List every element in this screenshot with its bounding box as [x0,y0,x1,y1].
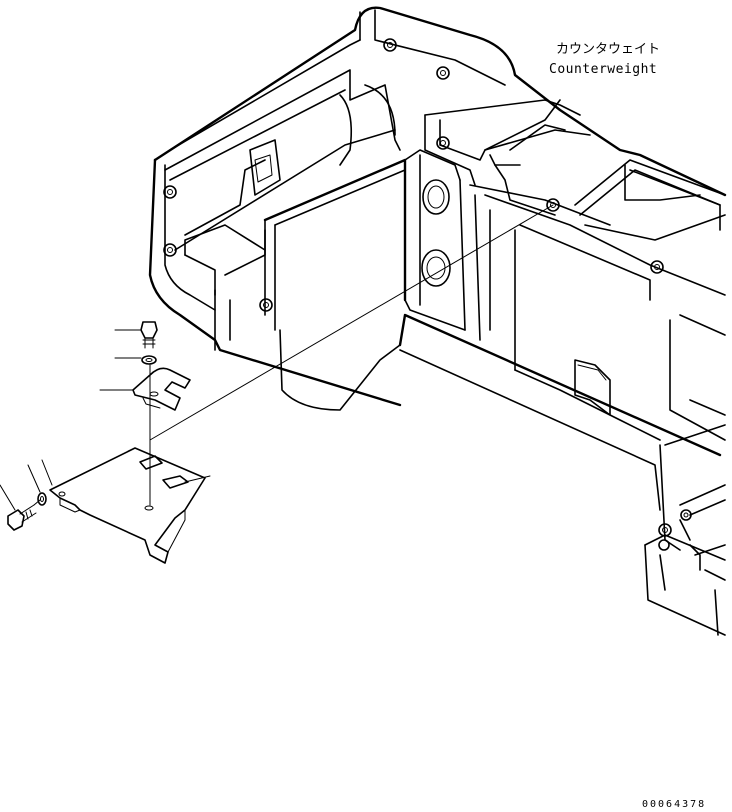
mounting-hole [163,185,177,199]
figure-number: 00064378 [642,799,706,810]
callout-washer-lower [27,464,41,493]
counterweight-body [148,6,727,636]
mounting-hole [383,38,397,52]
boss-upper [422,179,450,215]
mounting-plate [49,447,206,564]
mounting-hole [163,243,177,257]
washer-upper [141,355,157,365]
mounting-hole [259,298,273,312]
mounting-hole [650,260,664,274]
callout-plate-lower [41,459,53,486]
bracket-clip [132,367,191,411]
counterweight-label-en: Counterweight [549,62,657,77]
bolt-lower [7,499,41,531]
mounting-hole [546,198,560,212]
callout-mounting-plate [184,475,211,483]
mounting-hole [436,136,450,150]
washer-lower [37,492,47,506]
exploded-parts [0,321,211,564]
mounting-hole [658,523,672,537]
mounting-hole [658,539,670,551]
mounting-hole [436,66,450,80]
bolt-upper [140,321,158,349]
assembly-leader-line [149,204,554,441]
counterweight-label-jp: カウンタウェイト [556,42,660,57]
callout-bolt-lower [0,484,16,511]
mounting-hole [680,509,692,521]
